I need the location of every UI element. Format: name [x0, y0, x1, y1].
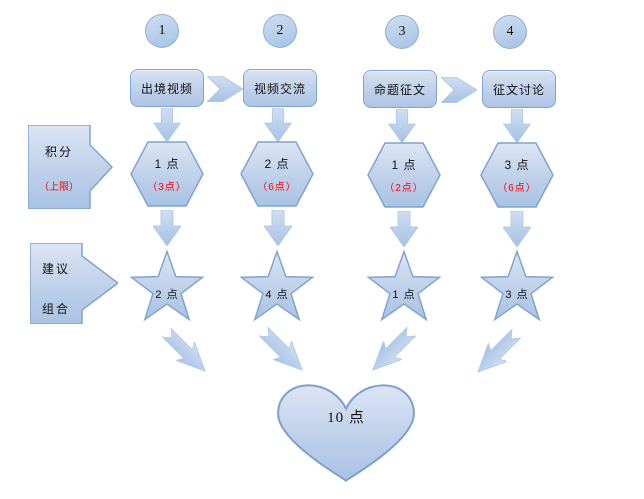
arrow-right-icon [441, 77, 477, 103]
total-heart: 10 点 [270, 380, 422, 484]
step-circle-4: 4 [493, 15, 527, 49]
step-number: 2 [276, 23, 284, 38]
converge-arrow-icon [258, 326, 303, 371]
step-circle-2: 2 [263, 14, 297, 48]
hexagon-shape [130, 141, 204, 207]
star-shape [240, 249, 314, 322]
arrow-down-icon [390, 211, 418, 247]
combo-star-4: 3 点 [480, 248, 554, 326]
converge-arrow-icon [372, 326, 417, 371]
arrow-right-icon [207, 76, 243, 102]
label-arrow-shape [28, 125, 113, 209]
arrow-down-icon [503, 211, 531, 247]
arrow-down-icon [388, 109, 416, 143]
points-hexagon-4: 3 点（6点） [480, 142, 554, 208]
arrow-down-icon [153, 108, 181, 142]
step-circle-1: 1 [145, 14, 179, 48]
score-label-arrow: 积分 （上限） [28, 125, 113, 209]
combo-star-2: 4 点 [240, 248, 314, 326]
arrow-down-icon [503, 109, 531, 143]
combo-star-3: 1 点 [367, 248, 441, 326]
activity-label: 视频交流 [253, 81, 306, 96]
combo-label-arrow: 建议 组合 [30, 243, 118, 324]
step-circle-3: 3 [385, 15, 419, 49]
activity-label: 征文讨论 [492, 82, 545, 97]
points-hexagon-2: 2 点（6点） [240, 141, 314, 207]
converge-arrow-icon [161, 327, 206, 372]
label-arrow-shape [30, 243, 118, 324]
hexagon-shape [367, 142, 441, 208]
hexagon-shape [480, 142, 554, 208]
hexagon-shape [240, 141, 314, 207]
activity-box-2: 视频交流 [243, 69, 317, 107]
activity-label: 出境视频 [140, 81, 193, 96]
step-number: 1 [158, 23, 166, 38]
heart-shape [277, 384, 415, 482]
step-number: 3 [398, 24, 406, 39]
activity-box-4: 征文讨论 [482, 70, 556, 108]
activity-box-3: 命题征文 [363, 70, 437, 108]
star-shape [130, 249, 204, 322]
points-hexagon-1: 1 点（3点） [130, 141, 204, 207]
arrow-down-icon [264, 108, 292, 142]
points-hexagon-3: 1 点（2点） [367, 142, 441, 208]
star-shape [480, 249, 554, 322]
step-number: 4 [506, 24, 514, 39]
arrow-down-icon [153, 210, 181, 246]
arrow-down-icon [264, 210, 292, 246]
combo-star-1: 2 点 [130, 248, 204, 326]
star-shape [367, 249, 441, 322]
activity-label: 命题征文 [373, 82, 426, 97]
converge-arrow-icon [477, 328, 522, 373]
activity-box-1: 出境视频 [130, 69, 204, 107]
